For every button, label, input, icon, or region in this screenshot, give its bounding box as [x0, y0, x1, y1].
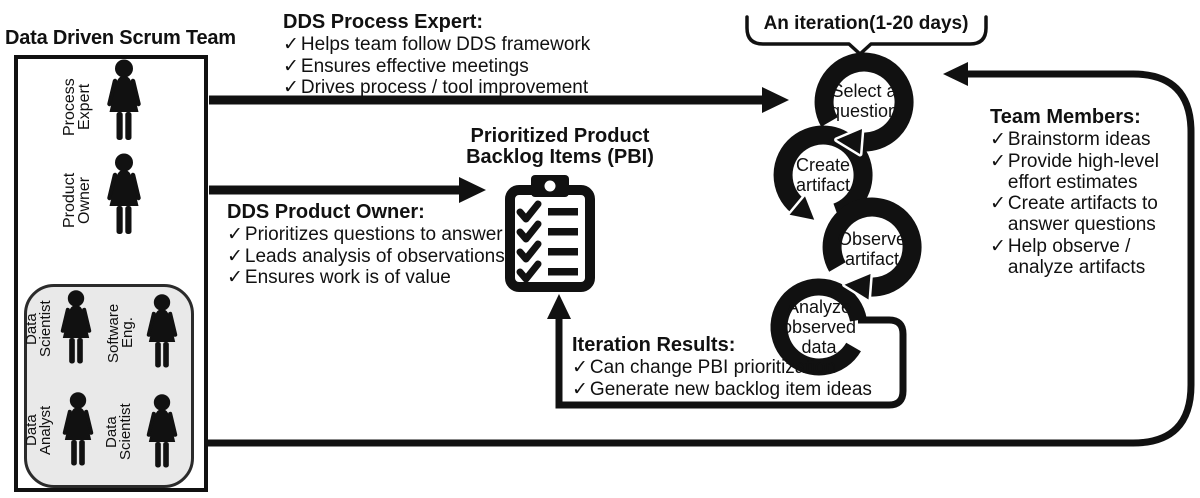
step-select-question: Select a question: [829, 81, 899, 121]
iteration-bracket: [745, 15, 988, 56]
checklist-item: ✓Can change PBI prioritization: [572, 357, 872, 378]
product-owner-heading: DDS Product Owner:: [227, 201, 425, 223]
iteration-loop-observe-artifact: [822, 197, 922, 297]
checklist-item: ✓Create artifacts to answer questions: [990, 193, 1186, 236]
loop-arrowhead-2: [787, 193, 817, 223]
team-members-heading: Team Members:: [990, 106, 1141, 128]
checkmark-icon: ✓: [990, 129, 1006, 151]
role-label-product-owner: Product Owner: [61, 172, 93, 228]
pbi-label-line1: Prioritized Product: [470, 125, 650, 147]
team-members-items: ✓Brainstorm ideas✓Provide high-level eff…: [990, 129, 1186, 278]
iteration-results-note: Iteration Results: ✓Can change PBI prior…: [572, 334, 872, 400]
checkmark-icon: ✓: [283, 76, 299, 98]
checkmark-icon: ✓: [283, 34, 299, 56]
product-owner-note: DDS Product Owner: ✓Prioritizes question…: [227, 201, 505, 288]
checkmark-icon: ✓: [227, 266, 243, 288]
person-icon-process-expert: [102, 58, 146, 144]
checkmark-icon: ✓: [990, 193, 1006, 215]
checklist-item-text: Drives process / tool improvement: [300, 76, 589, 98]
person-icon-software-eng: [142, 292, 182, 372]
checklist-item: ✓Prioritizes questions to answer: [227, 224, 505, 245]
member-label-data-scientist-1: Data Scientist: [23, 300, 54, 358]
checklist-item: ✓Ensures work is of value: [227, 267, 505, 288]
step-observe-artifact: Observe artifact: [837, 229, 907, 269]
checklist-item: ✓Generate new backlog item ideas: [572, 379, 872, 400]
checkmark-icon: ✓: [283, 55, 299, 77]
checklist-item-text: Create artifacts to answer questions: [1007, 193, 1158, 236]
feedback-loop-arrow: [206, 62, 1195, 447]
checklist-item-text: Ensures effective meetings: [300, 55, 529, 77]
checkmark-icon: ✓: [990, 235, 1006, 257]
checklist-item-text: Ensures work is of value: [244, 266, 451, 288]
process-expert-items: ✓Helps team follow DDS framework✓Ensures…: [283, 34, 590, 98]
checkmark-icon: ✓: [227, 245, 243, 267]
step-create-artifact: Create artifact: [795, 155, 851, 195]
person-icon-data-scientist-1: [56, 288, 96, 368]
team-members-note: Team Members: ✓Brainstorm ideas✓Provide …: [990, 106, 1186, 278]
checklist-item-text: Brainstorm ideas: [1007, 129, 1151, 151]
checklist-item: ✓Provide high-level effort estimates: [990, 151, 1186, 194]
pbi-label: Prioritized Product Backlog Items (PBI): [455, 126, 665, 168]
process-expert-heading: DDS Process Expert:: [283, 11, 484, 33]
iteration-results-items: ✓Can change PBI prioritization✓Generate …: [572, 357, 872, 400]
iteration-bracket-label: An iteration(1-20 days): [763, 13, 969, 34]
checklist-item: ✓Leads analysis of observations: [227, 246, 505, 267]
checklist-item-text: Help observe / analyze artifacts: [1007, 235, 1146, 278]
checkmark-icon: ✓: [227, 224, 243, 246]
member-label-data-scientist-2: Data Scientist: [103, 403, 134, 461]
team-box-title: Data Driven Scrum Team: [5, 27, 236, 49]
person-icon-data-scientist-2: [142, 392, 182, 472]
role-label-process-expert: Process Expert: [61, 78, 93, 136]
step-analyze-data: Analyze observed data: [781, 297, 857, 357]
checklist-item: ✓Ensures effective meetings: [283, 56, 590, 77]
checklist-item: ✓Help observe / analyze artifacts: [990, 236, 1186, 279]
checklist-item-text: Helps team follow DDS framework: [300, 34, 591, 56]
person-icon-product-owner: [102, 152, 146, 238]
loop-arrowhead-3: [842, 271, 873, 302]
person-icon-data-analyst: [58, 390, 98, 470]
pbi-label-line2: Backlog Items (PBI): [466, 146, 654, 168]
iteration-results-heading: Iteration Results:: [572, 334, 736, 356]
arrow-process-expert-to-iteration: [209, 87, 789, 113]
checklist-item: ✓Helps team follow DDS framework: [283, 34, 590, 55]
checkmark-icon: ✓: [572, 357, 588, 379]
pbi-clipboard-icon: [505, 175, 595, 292]
checklist-item-text: Can change PBI prioritization: [589, 357, 837, 379]
checklist-item: ✓Brainstorm ideas: [990, 129, 1186, 150]
iteration-loop-create-artifact: [773, 125, 873, 222]
iteration-loop-select-question: [814, 52, 914, 152]
checkmark-icon: ✓: [572, 378, 588, 400]
checklist-item-text: Generate new backlog item ideas: [589, 378, 872, 400]
checklist-item-text: Leads analysis of observations: [244, 245, 505, 267]
loop-arrowhead-1: [834, 126, 865, 157]
process-expert-note: DDS Process Expert: ✓Helps team follow D…: [283, 11, 590, 98]
member-label-software-eng: Software Eng.: [105, 303, 136, 363]
iteration-loop-analyze-data: [770, 278, 867, 376]
product-owner-items: ✓Prioritizes questions to answer✓Leads a…: [227, 224, 505, 288]
arrow-product-owner-to-pbi: [209, 177, 486, 203]
checklist-item: ✓Drives process / tool improvement: [283, 77, 590, 98]
member-label-data-analyst: Data Analyst: [23, 405, 54, 455]
checklist-item-text: Prioritizes questions to answer: [244, 224, 503, 246]
iteration-results-arrow: [547, 294, 907, 409]
checkmark-icon: ✓: [990, 150, 1006, 172]
checklist-item-text: Provide high-level effort estimates: [1007, 150, 1159, 193]
